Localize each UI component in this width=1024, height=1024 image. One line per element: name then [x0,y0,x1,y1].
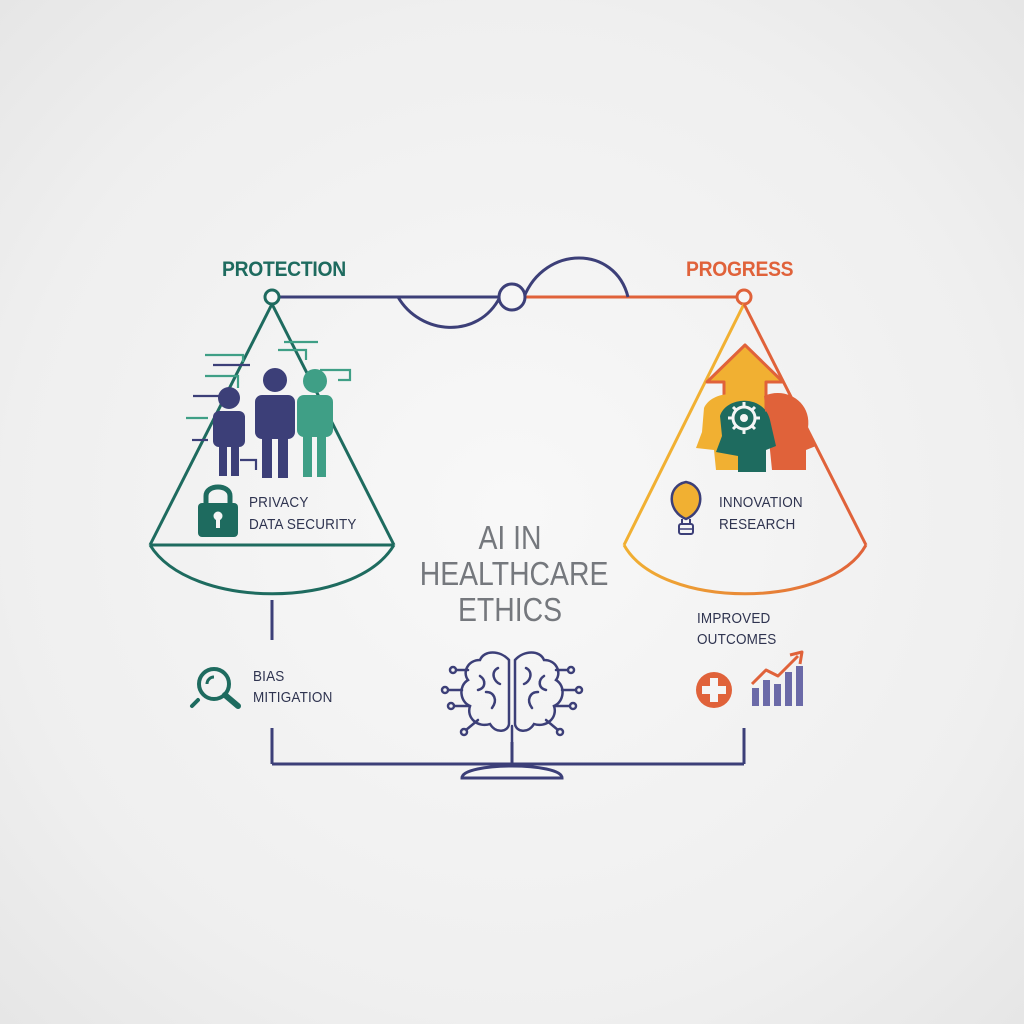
magnifier-icon [190,667,241,709]
right-pan [622,303,868,596]
growth-chart-icon [750,650,804,706]
scale-beam [263,256,753,329]
center-title-line1: AI IN [478,519,542,556]
center-title-line2: HEALTHCARE [419,555,609,592]
mitigation-label: MITIGATION [253,689,333,706]
progress-heading: PROGRESS [686,258,794,281]
research-label: RESEARCH [719,516,796,533]
outcomes-label: OUTCOMES [697,631,777,648]
protection-heading: PROTECTION [222,258,346,281]
beam-pivot [497,282,527,312]
circuit-brain-icon [440,651,584,746]
medical-cross-icon [696,672,732,708]
lightbulb-icon [670,480,702,535]
bias-label: BIAS [253,668,285,685]
people-group-icon [186,340,352,478]
padlock-icon [198,484,238,537]
data-security-label: DATA SECURITY [249,516,357,533]
right-hook [735,288,753,306]
center-title: AI IN HEALTHCARE ETHICS [419,519,609,628]
improved-label: IMPROVED [697,610,771,627]
innovation-label: INNOVATION [719,494,803,511]
center-title-line3: ETHICS [457,591,563,628]
scale-base [270,600,746,780]
head-gear-icon [696,392,816,472]
privacy-label: PRIVACY [249,494,309,511]
left-hook [263,288,281,306]
